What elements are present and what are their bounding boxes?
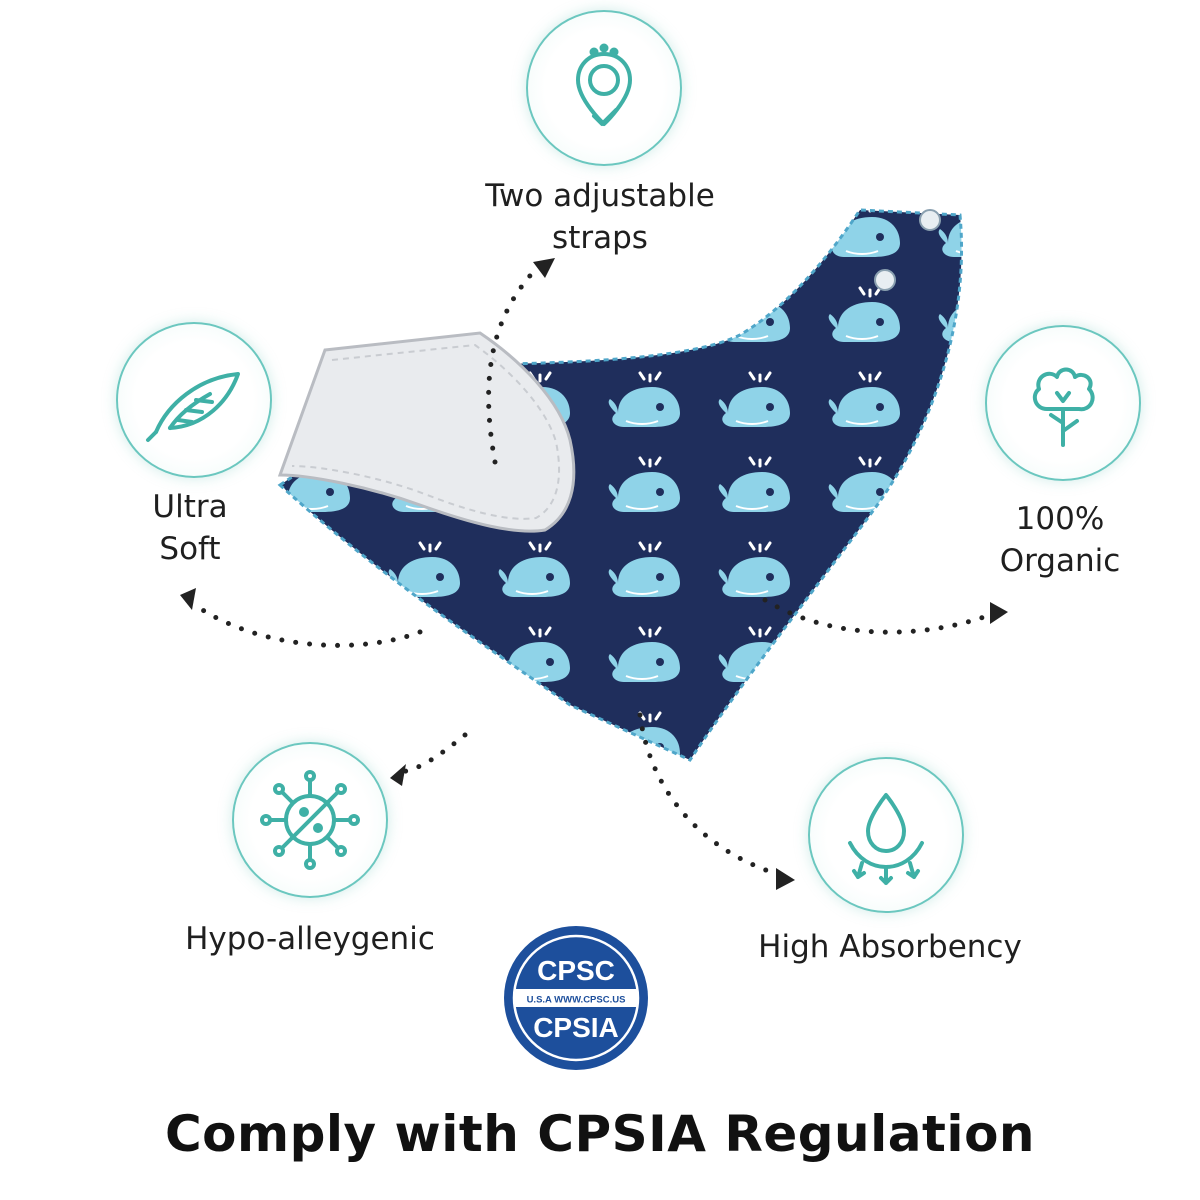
feature-soft-label: Ultra Soft <box>90 486 290 570</box>
water-drop-icon <box>848 793 924 885</box>
headline: Comply with CPSIA Regulation <box>164 1105 1036 1163</box>
feature-soft-line2: Soft <box>159 531 221 567</box>
feature-organic-label: 100% Organic <box>960 498 1160 582</box>
feature-hypo-label: Hypo-alleygenic <box>165 918 455 960</box>
cpsc-cpsia-badge: CPSC U.S.A WWW.CPSC.US CPSIA <box>504 926 648 1070</box>
feature-organic-circle <box>985 325 1141 481</box>
feature-absorbency-label: High Absorbency <box>730 926 1050 968</box>
pin-check-icon <box>576 43 632 126</box>
virus-blocked-icon <box>260 770 360 870</box>
feature-soft-icon <box>146 372 240 442</box>
feature-organic-line2: Organic <box>999 543 1121 579</box>
bib-illustration <box>277 208 964 762</box>
feature-straps-label: Two adjustable straps <box>440 175 760 259</box>
feature-absorbency-line1: High Absorbency <box>758 929 1022 965</box>
feature-hypo-line1: Hypo-alleygenic <box>185 921 435 957</box>
badge-bottom-text: CPSIA <box>533 1012 619 1043</box>
feature-absorbency-circle <box>808 757 964 913</box>
feature-hypo-circle <box>232 742 388 898</box>
badge-top-text: CPSC <box>537 955 615 986</box>
feature-soft-line1: Ultra <box>152 489 228 525</box>
feature-straps-line2: straps <box>552 220 648 256</box>
feature-straps-line1: Two adjustable <box>485 178 715 214</box>
badge-middle-text: U.S.A WWW.CPSC.US <box>527 995 626 1006</box>
cotton-icon <box>1032 367 1095 447</box>
feature-soft-circle <box>116 322 272 478</box>
feature-straps-circle <box>526 10 682 166</box>
feature-organic-line1: 100% <box>1015 501 1105 537</box>
